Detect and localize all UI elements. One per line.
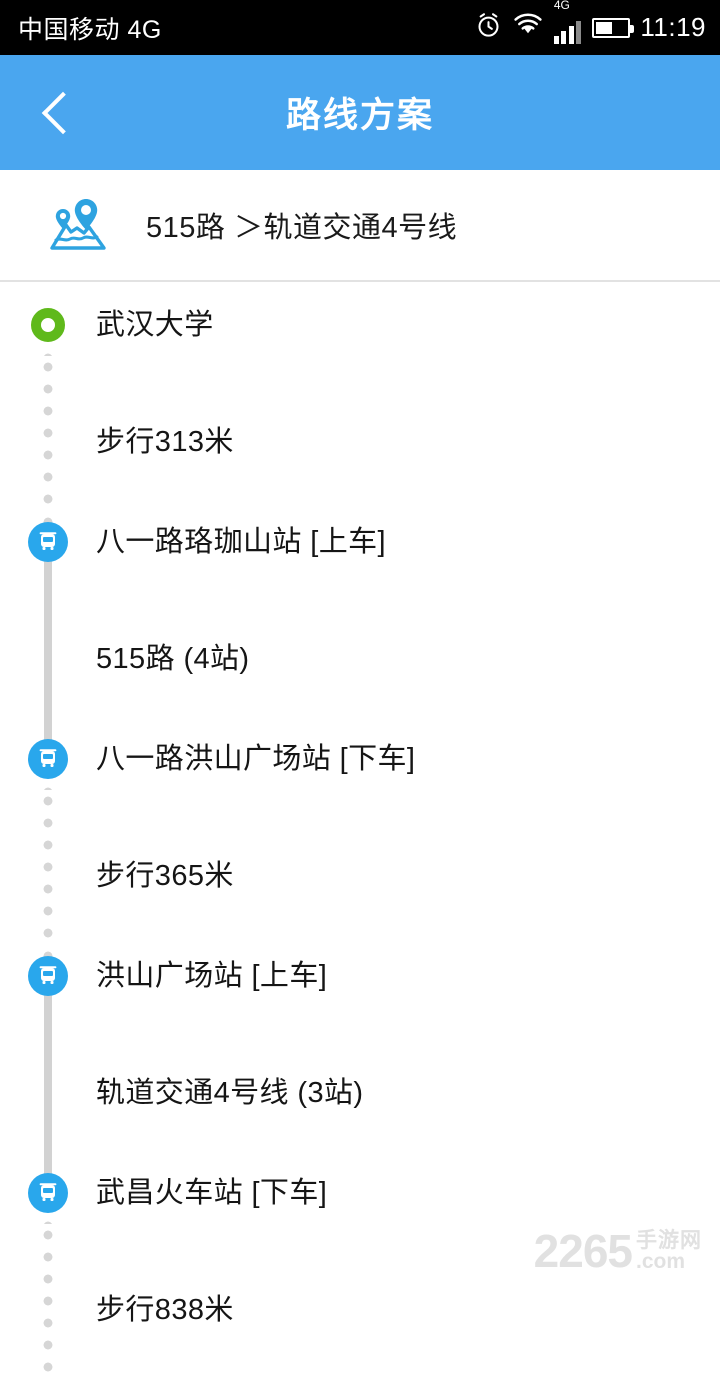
- bus-icon: [28, 1173, 68, 1213]
- carrier-label: 中国移动 4G: [18, 15, 162, 44]
- timeline-rail: [0, 790, 96, 945]
- route-summary-label: 515路 ＞轨道交通4号线: [146, 212, 458, 244]
- timeline-connector: [44, 573, 52, 728]
- back-chevron-icon: [41, 91, 85, 134]
- timeline-stop-label: 洪山广场站 [上车]: [96, 959, 328, 992]
- timeline-segment[interactable]: 步行838米: [0, 1224, 720, 1379]
- timeline-stop-node[interactable]: 八一路珞珈山站 [上车]: [0, 511, 720, 573]
- timeline-segment[interactable]: 515路 (4站): [0, 573, 720, 728]
- walk-distance-label: 步行838米: [96, 1293, 234, 1326]
- alarm-clock-icon: [475, 12, 502, 44]
- timeline-rail: [0, 945, 96, 1007]
- timeline-stop-node[interactable]: 洪山广场站 [上车]: [0, 945, 720, 1007]
- status-bar: 中国移动 4G 4G 11:19: [0, 0, 720, 55]
- back-button[interactable]: [24, 55, 94, 170]
- timeline-rail: [0, 728, 96, 790]
- map-pins-icon: [46, 196, 110, 254]
- timeline-segment[interactable]: 轨道交通4号线 (3站): [0, 1007, 720, 1162]
- timeline-segment[interactable]: 步行313米: [0, 356, 720, 511]
- bus-icon: [28, 956, 68, 996]
- timeline-stop-label: 八一路珞珈山站 [上车]: [96, 525, 386, 558]
- status-bar-icons: 4G: [475, 0, 635, 44]
- timeline-start-label: 武汉大学: [96, 308, 214, 341]
- ride-line-label: 轨道交通4号线 (3站): [96, 1076, 364, 1109]
- timeline-rail: [0, 1224, 96, 1379]
- timeline-connector: [42, 790, 54, 945]
- timeline-rail: [0, 1162, 96, 1224]
- route-timeline: 武汉大学步行313米八一路珞珈山站 [上车] 515路 (4站) 八一路洪山广场站 …: [0, 282, 720, 1379]
- timeline-rail: [0, 511, 96, 573]
- timeline-stop-node[interactable]: 八一路洪山广场站 [下车]: [0, 728, 720, 790]
- timeline-connector: [42, 356, 54, 511]
- clock-label: 11:19: [640, 12, 706, 42]
- start-ring-icon: [31, 308, 65, 342]
- walk-distance-label: 步行365米: [96, 859, 234, 892]
- timeline-start-node[interactable]: 武汉大学: [0, 294, 720, 356]
- timeline-rail: [0, 356, 96, 511]
- bus-icon: [28, 739, 68, 779]
- app-bar: 路线方案: [0, 55, 720, 170]
- timeline-stop-node[interactable]: 武昌火车站 [下车]: [0, 1162, 720, 1224]
- bus-icon: [28, 522, 68, 562]
- wifi-icon: [513, 13, 543, 42]
- route-summary-row[interactable]: 515路 ＞轨道交通4号线: [0, 170, 720, 282]
- timeline-connector: [44, 1007, 52, 1162]
- network-type-label: 4G: [553, 0, 570, 12]
- timeline-rail: [0, 294, 96, 356]
- page-title: 路线方案: [285, 96, 434, 135]
- timeline-rail: [0, 573, 96, 728]
- timeline-rail: [0, 1007, 96, 1162]
- ride-line-label: 515路 (4站): [96, 642, 250, 675]
- timeline-stop-label: 武昌火车站 [下车]: [96, 1176, 328, 1209]
- timeline-stop-label: 八一路洪山广场站 [下车]: [96, 742, 416, 775]
- timeline-connector: [42, 1224, 54, 1379]
- timeline-segment[interactable]: 步行365米: [0, 790, 720, 945]
- walk-distance-label: 步行313米: [96, 425, 234, 458]
- battery-icon: [592, 17, 635, 38]
- signal-bars-icon: 4G: [553, 0, 582, 44]
